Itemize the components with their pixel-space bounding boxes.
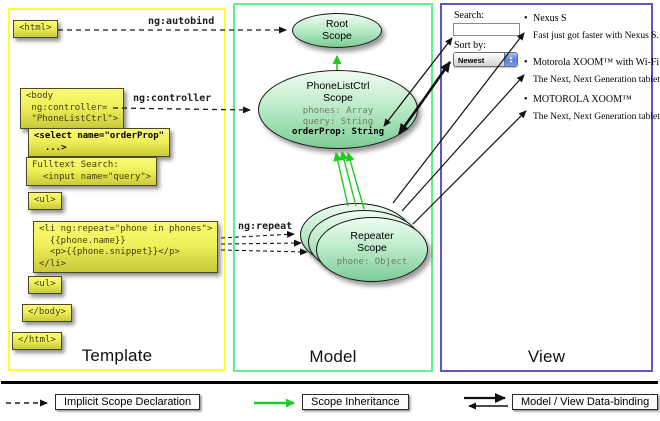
code-line: <p>{{phone.snippet}}</p> (39, 247, 180, 257)
list-item-title: •MOTOROLA XOOM™ (524, 94, 632, 105)
repeater-scope-title-line1: Repeater (350, 230, 394, 243)
code-box-html-open: <html> (13, 20, 58, 38)
code-line: "PhoneListCtrl"> (26, 114, 119, 124)
plc-scope-title-line2: Scope (323, 91, 353, 104)
code-line: ...> (34, 142, 67, 153)
code-box-select: <select name="orderProp" ...> (28, 128, 171, 157)
code-line: <ul> (34, 279, 56, 289)
template-panel-label: Template (81, 346, 153, 365)
ng-controller-label: ng:controller (133, 93, 212, 104)
code-box-fulltext-search: Fulltext Search: <input name="query"> (26, 157, 158, 186)
code-box-ul-open: <ul> (28, 192, 62, 210)
repeater-prop-phone: phone: Object (336, 257, 408, 268)
legend-data-binding-box: Model / View Data-binding (512, 394, 659, 410)
ng-autobind-label: ng:autobind (148, 16, 215, 27)
legend-implicit-scope-box: Implicit Scope Declaration (55, 394, 201, 410)
code-line: <html> (19, 23, 52, 33)
list-item-desc: The Next, Next Generation tablet. (533, 112, 660, 122)
code-line: {{phone.name}} (39, 235, 126, 246)
code-line: </body> (28, 307, 66, 317)
plc-prop-orderprop: orderProp: String (291, 127, 385, 138)
phonelistctrl-scope-ellipse: PhoneListCtrl Scope phones: Array query:… (258, 70, 418, 149)
list-item-title: •Nexus S (524, 13, 567, 24)
bullet-icon: • (524, 94, 528, 105)
code-line: <input name="query"> (32, 171, 152, 182)
list-item-title: •Motorola XOOM™ with Wi-Fi (524, 57, 660, 68)
bullet-icon: • (524, 13, 528, 24)
model-panel-label: Model (309, 347, 357, 366)
sort-select-value: Newest (458, 56, 485, 65)
root-scope-title-line1: Root (325, 18, 349, 30)
plc-scope-title-line1: PhoneListCtrl (306, 80, 370, 93)
root-scope-title-line2: Scope (322, 29, 352, 42)
code-line: ng:controller= (26, 102, 108, 113)
legend-scope-inheritance-box: Scope Inheritance (302, 394, 409, 410)
ng-repeat-label: ng:repeat (238, 221, 293, 232)
root-scope-ellipse: Root Scope (292, 13, 382, 48)
code-box-body-close: </body> (22, 304, 72, 322)
list-item-desc: Fast just got faster with Nexus S. (533, 31, 659, 41)
sort-by-label: Sort by: (454, 40, 486, 51)
code-box-body-open: <body ng:controller= "PhoneListCtrl"> (20, 88, 125, 129)
legend-divider-line (1, 381, 658, 384)
code-box-html-close: </html> (12, 332, 62, 350)
model-panel: Model (233, 3, 433, 372)
search-label: Search: (454, 10, 484, 21)
sort-select[interactable]: Newest ▲▼ (453, 52, 518, 67)
view-panel-label: View (527, 347, 566, 366)
search-input[interactable] (453, 23, 520, 36)
bullet-icon: • (524, 57, 528, 68)
code-line: <ul> (34, 195, 56, 205)
code-line: </html> (18, 335, 56, 345)
plc-prop-query: query: String (302, 116, 374, 127)
plc-prop-phones: phones: Array (302, 106, 374, 117)
select-stepper-icon: ▲▼ (504, 53, 517, 66)
list-item-desc: The Next, Next Generation tablet. (533, 75, 660, 85)
code-line: <body (26, 91, 54, 101)
code-line: <li ng:repeat="phone in phones"> (39, 224, 213, 234)
code-box-li-repeat: <li ng:repeat="phone in phones"> {{phone… (33, 221, 219, 273)
code-box-ul-second: <ul> (28, 276, 62, 294)
repeater-scope-title-line2: Scope (357, 241, 387, 254)
repeater-scope-ellipse-front: Repeater Scope phone: Object (316, 217, 428, 282)
code-line: </li> (39, 258, 67, 269)
code-line: Fulltext Search: (32, 160, 119, 170)
code-line: <select name="orderProp" (34, 131, 165, 141)
